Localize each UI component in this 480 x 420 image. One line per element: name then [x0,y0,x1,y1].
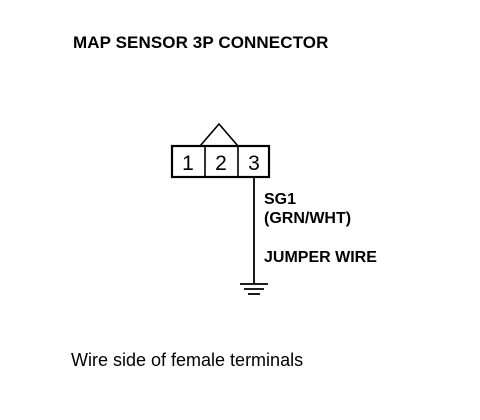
connector-body [170,144,271,179]
pin-1-label: 1 [182,152,194,175]
wire-signal-label: SG1 [264,191,297,208]
ground-icon [240,283,268,295]
pin-2-label: 2 [215,152,227,175]
wire-color-label: (GRN/WHT) [264,210,352,227]
pin-3-label: 3 [248,152,260,175]
jumper-wire-label: JUMPER WIRE [264,249,377,266]
diagram-title: MAP SENSOR 3P CONNECTOR [73,33,329,52]
connector-lock-tab [199,122,239,147]
diagram-caption: Wire side of female terminals [71,350,304,370]
